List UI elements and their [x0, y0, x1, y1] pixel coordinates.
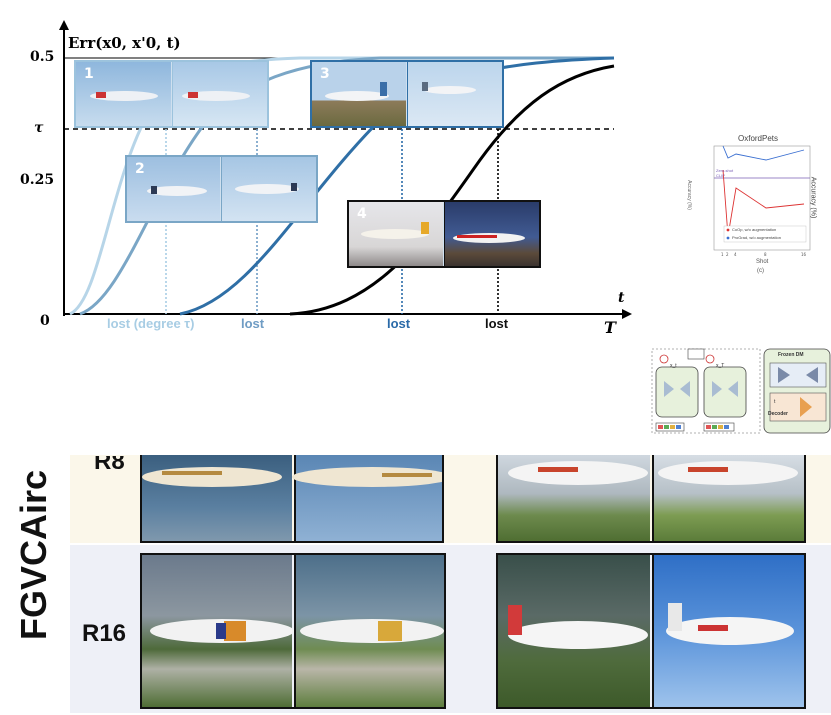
curve-4	[289, 64, 615, 316]
y-tick-half: 0.5	[30, 49, 55, 65]
lost-label-1: lost (degree τ)	[107, 316, 195, 331]
inset-number-2: 2	[135, 161, 145, 177]
inset-photo-4: 4	[347, 200, 541, 268]
mini-chart-legend-coop: CoOp, w/o augmentation	[732, 227, 777, 232]
r16-right-planes	[508, 603, 794, 649]
mini-chart-caption: (c)	[757, 268, 764, 274]
x-axis-label: t	[618, 290, 625, 306]
r8-pair-left	[140, 455, 444, 543]
dataset-title: FGVCAirc	[4, 470, 64, 640]
coop-series	[722, 169, 805, 237]
mini-chart-annotation: Zero-shot CLIP	[716, 168, 734, 178]
mini-diagram-xt-label: x_t	[670, 363, 677, 369]
y-axis-arrow	[59, 20, 69, 30]
mini-diagram-t-label: t	[774, 399, 776, 405]
mini-chart-xtick-4: 4	[734, 252, 737, 257]
plane-silhouettes-3	[325, 82, 476, 101]
inset-photo-3: 3	[310, 60, 504, 128]
row-label-r8: R8	[94, 448, 125, 475]
r8-left-planes	[142, 467, 442, 487]
mini-chart-legend-prograd: ProGrad, w/o augmentation	[732, 235, 781, 240]
mini-chart-svg	[713, 145, 811, 251]
inset-number-1: 1	[84, 66, 94, 82]
inset-number-4: 4	[357, 206, 367, 222]
y-axis-label: Err(x0, x'0, t)	[68, 34, 181, 52]
mini-chart-title: OxfordPets	[738, 134, 779, 143]
mini-diagram-frozen-label: Frozen DM	[778, 352, 804, 358]
mini-diagram-decoder-label: Decoder	[768, 411, 789, 417]
mini-diagram-svg	[651, 348, 831, 434]
r16-pair-right	[496, 553, 806, 709]
dataset-title-text: FGVCAirc	[13, 469, 54, 641]
lost-label-3: lost	[387, 316, 411, 331]
lost-label-4: lost	[485, 316, 509, 331]
inset-photo-2: 2	[125, 155, 318, 223]
mini-chart-ylabel-right: Accuracy (%)	[809, 176, 817, 219]
plane-silhouettes-1	[90, 91, 250, 101]
y-tick-tau: τ	[34, 120, 44, 136]
r16-pair-left	[140, 553, 446, 709]
mini-chart-xlabel: Shot	[756, 259, 769, 265]
mini-chart-xtick-8: 8	[764, 252, 767, 257]
plane-silhouettes-4	[361, 222, 525, 243]
r8-right-planes	[508, 461, 798, 485]
r8-pair-right	[496, 455, 806, 543]
mini-chart-xtick-16: 16	[801, 252, 807, 257]
x-end-label: T	[604, 318, 616, 337]
mini-chart-xtick-1: 1	[721, 252, 724, 257]
y-tick-zero: 0	[40, 313, 50, 329]
lost-label-2: lost	[241, 316, 265, 331]
r16-left-planes	[150, 619, 444, 643]
inset-photo-1: 1	[74, 60, 269, 128]
inset-number-3: 3	[320, 66, 330, 82]
diffusion-mini-diagram: Frozen DM Decoder x_t x_T t	[650, 345, 831, 445]
mini-chart-xtick-2: 2	[726, 252, 729, 257]
x-axis-arrow	[622, 309, 632, 319]
y-tick-quarter: 0.25	[20, 172, 55, 188]
plane-silhouettes-2	[147, 183, 299, 196]
prograd-series	[722, 145, 805, 161]
plane-photo-3b	[407, 62, 502, 126]
row-label-r16: R16	[82, 620, 127, 647]
mini-chart-ylabel-left: Accuracy (%)	[685, 180, 692, 210]
mini-diagram-xT-label: x_T	[716, 363, 725, 369]
oxfordpets-mini-chart: OxfordPets Accuracy (%) Accuracy (%) Zer…	[686, 132, 822, 282]
